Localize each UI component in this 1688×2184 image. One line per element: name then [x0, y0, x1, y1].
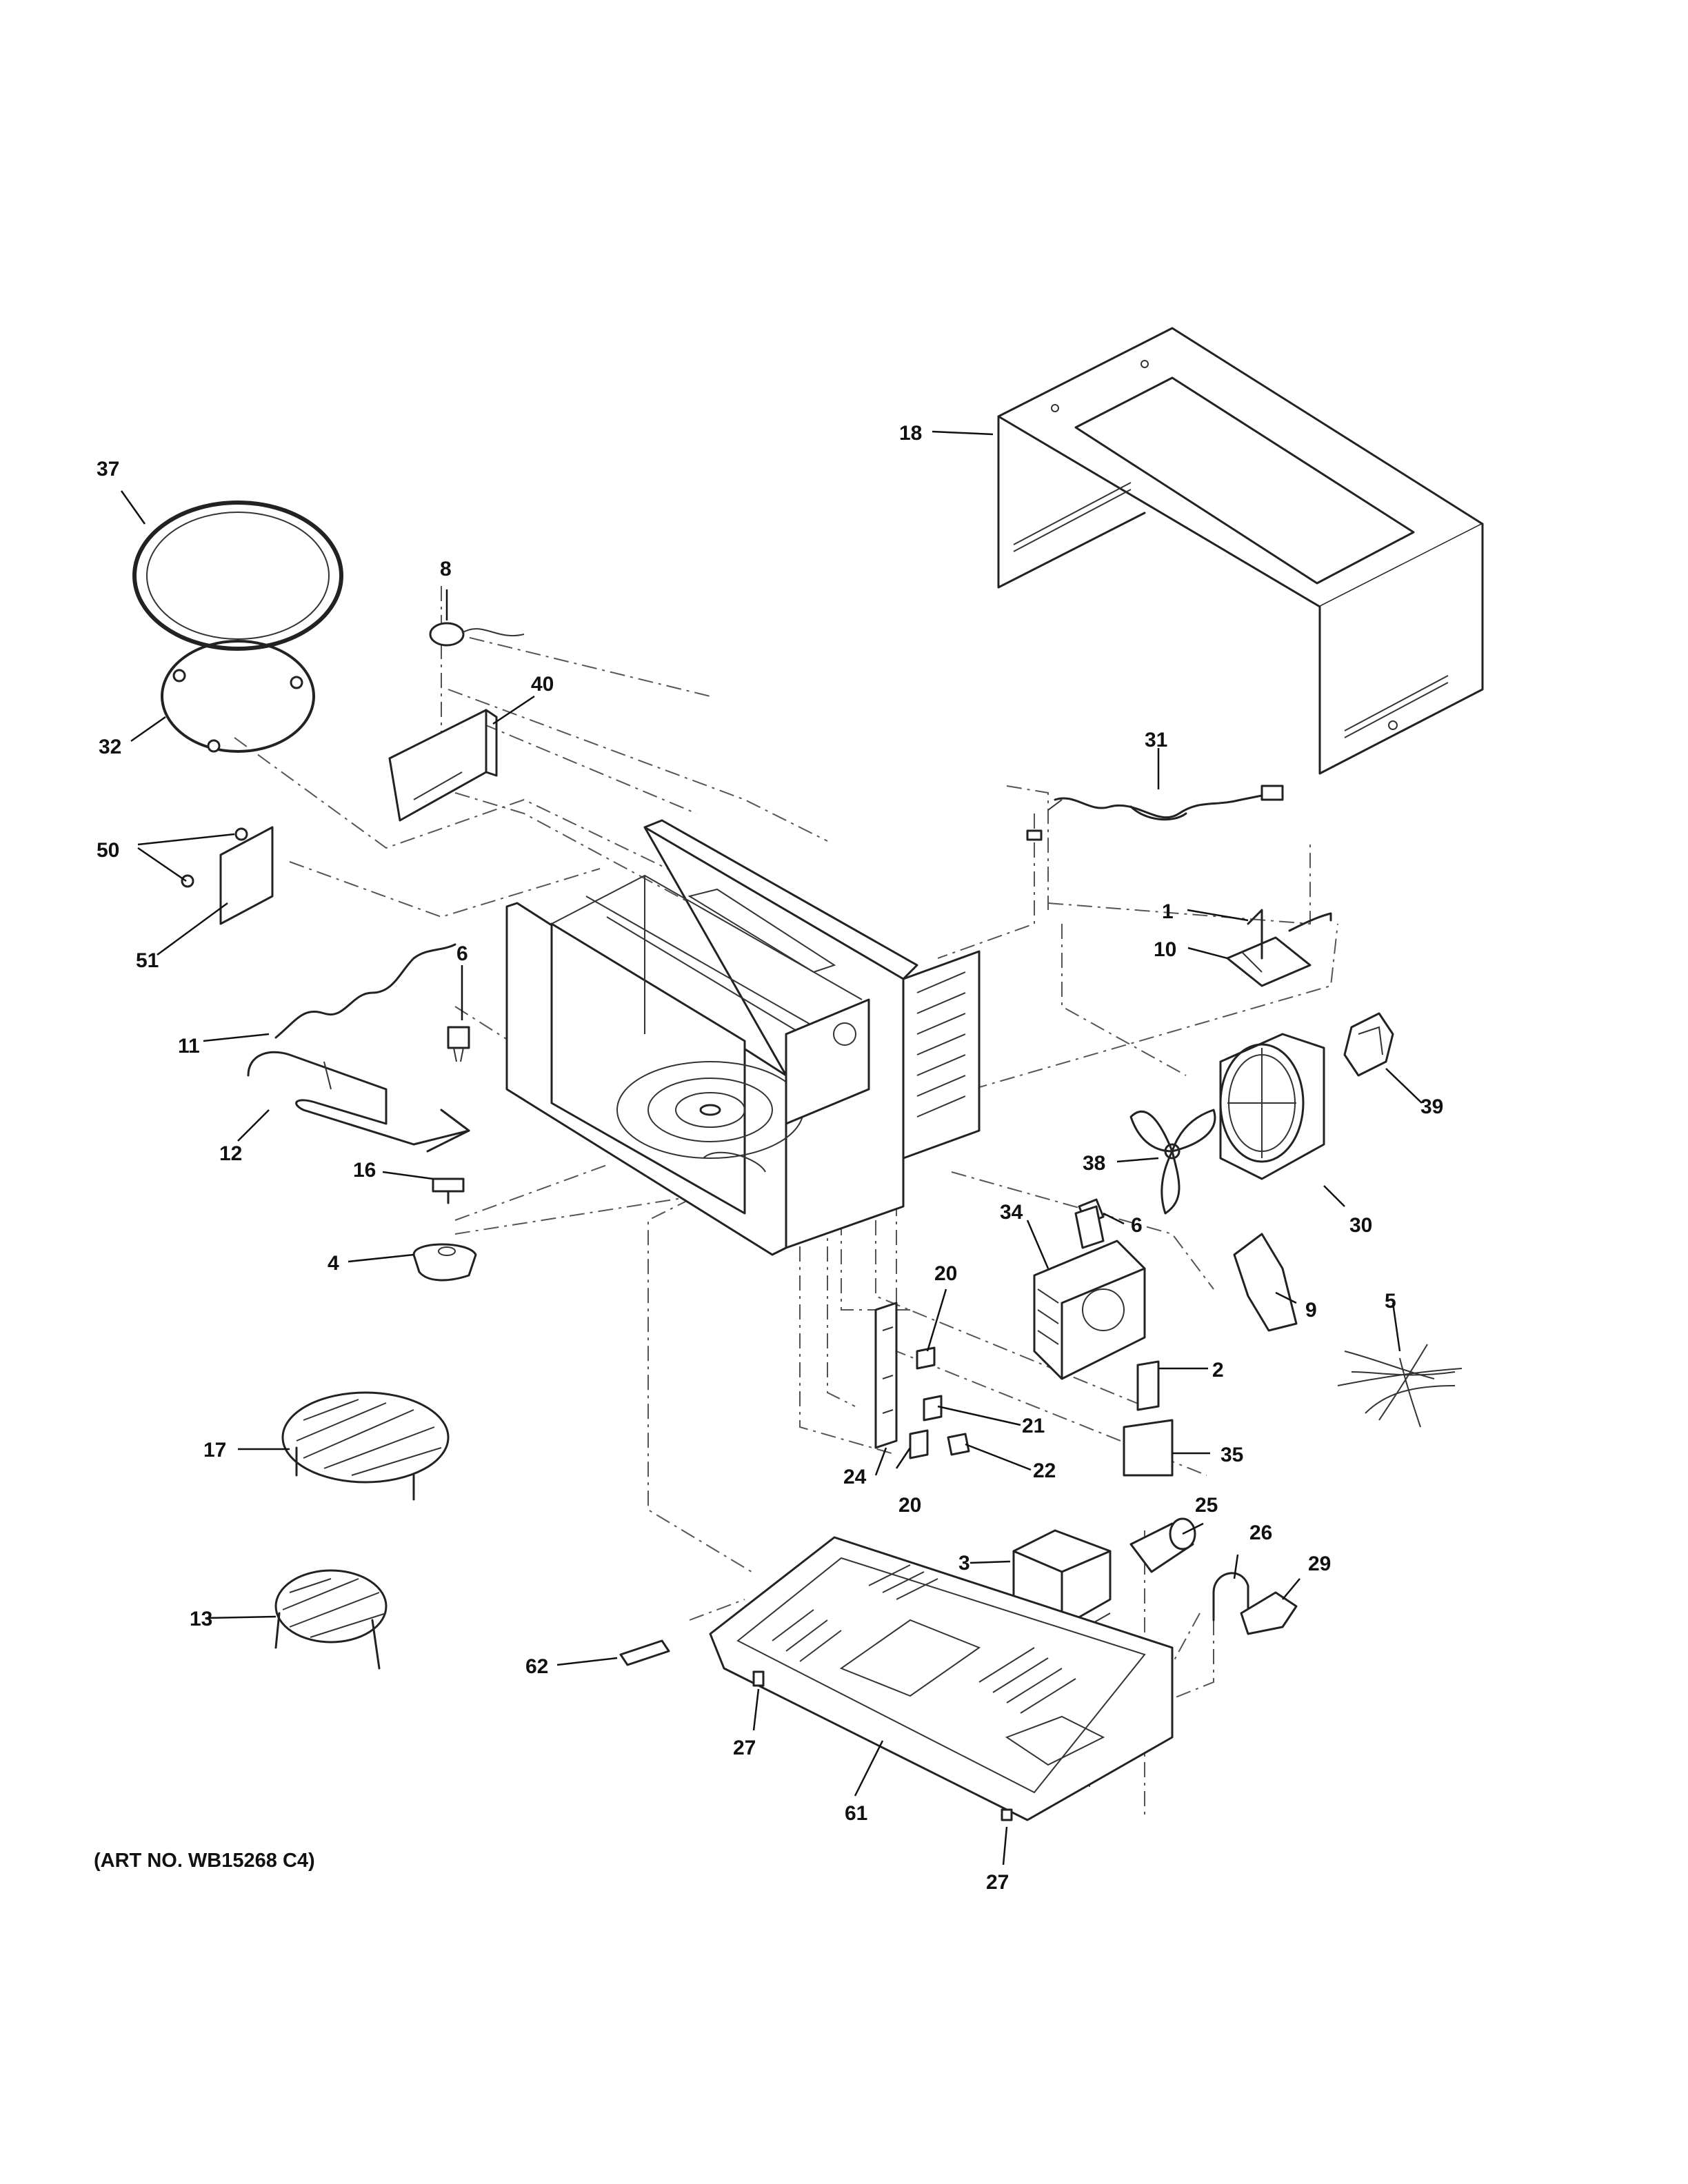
air-duct	[1233, 1233, 1298, 1332]
oven-cavity	[505, 819, 981, 1256]
callout-25: 25	[1195, 1494, 1218, 1517]
roller-ring	[161, 640, 315, 753]
callout-16: 16	[353, 1159, 376, 1182]
callout-35: 35	[1220, 1444, 1243, 1466]
control-board	[1226, 936, 1312, 987]
diode-shield	[1123, 1419, 1174, 1477]
callout-labels: 37 32 8 40 50 51 11 12 6 16 4 17 13 18 3…	[94, 422, 1443, 1894]
callout-40: 40	[531, 673, 554, 696]
rubber-foot	[1001, 1808, 1013, 1821]
interlock-switch	[916, 1346, 936, 1370]
callout-9: 9	[1305, 1299, 1317, 1322]
outer-case	[997, 327, 1484, 775]
callout-37: 37	[97, 458, 119, 481]
rubber-foot	[752, 1670, 765, 1687]
callout-8: 8	[440, 558, 452, 580]
callout-50: 50	[97, 839, 119, 862]
callout-6-right: 6	[1131, 1214, 1143, 1237]
screw	[234, 827, 248, 841]
callout-5: 5	[1385, 1290, 1396, 1313]
magnetron	[1033, 1205, 1146, 1380]
screw	[181, 874, 194, 888]
callout-2: 2	[1212, 1359, 1224, 1382]
callout-11: 11	[178, 1035, 200, 1058]
thermal-fuse	[447, 1026, 470, 1062]
callout-30: 30	[1349, 1214, 1372, 1237]
monitor-switch	[923, 1395, 943, 1422]
high-voltage-capacitor	[1129, 1517, 1196, 1573]
relay-bracket	[1247, 909, 1332, 960]
callout-24: 24	[843, 1466, 867, 1488]
base-plate	[709, 1536, 1174, 1821]
callout-12: 12	[219, 1142, 242, 1165]
callout-39: 39	[1420, 1095, 1443, 1118]
callout-10: 10	[1154, 938, 1176, 961]
high-rack	[274, 1569, 388, 1670]
base-clip	[619, 1639, 670, 1666]
callout-27-right: 27	[986, 1871, 1009, 1894]
wire-harness	[1026, 785, 1284, 841]
waveguide-cover	[219, 826, 274, 925]
callout-32: 32	[99, 736, 121, 758]
callout-20-top: 20	[934, 1262, 957, 1285]
fan-blade	[1129, 1109, 1216, 1215]
heater-wire	[274, 943, 456, 1039]
fan-housing	[1219, 1033, 1325, 1180]
thermal-sensor	[429, 622, 525, 647]
capacitor-clamp	[1212, 1572, 1249, 1621]
leader-lines	[120, 430, 1423, 1866]
callout-6-left: 6	[456, 942, 468, 965]
heater-element	[247, 1051, 470, 1153]
turntable-motor	[412, 1243, 477, 1282]
fan-motor	[1343, 1012, 1394, 1077]
callout-31: 31	[1145, 729, 1167, 751]
switch-lever	[947, 1433, 970, 1456]
capacitor-bracket	[1240, 1591, 1298, 1635]
mounting-bracket	[388, 709, 498, 822]
wire-leads	[1337, 1344, 1463, 1428]
callout-17: 17	[203, 1439, 226, 1462]
callout-4: 4	[328, 1252, 339, 1275]
callout-18: 18	[899, 422, 922, 445]
door-latch-board	[874, 1302, 898, 1449]
callout-51: 51	[136, 949, 159, 972]
callout-61: 61	[845, 1802, 867, 1825]
glass-turntable-tray	[132, 501, 343, 651]
callout-38: 38	[1083, 1152, 1105, 1175]
callout-13: 13	[190, 1608, 212, 1630]
callout-21: 21	[1022, 1415, 1045, 1437]
art-number: (ART NO. WB15268 C4)	[94, 1850, 315, 1872]
callout-27-left: 27	[733, 1737, 756, 1759]
callout-20-bottom: 20	[898, 1494, 921, 1517]
callout-62: 62	[525, 1655, 548, 1678]
callout-29: 29	[1308, 1553, 1331, 1575]
interlock-switch	[909, 1429, 929, 1459]
turntable-coupler	[432, 1177, 465, 1204]
callout-22: 22	[1033, 1459, 1056, 1482]
callout-1: 1	[1162, 900, 1174, 923]
low-rack	[281, 1391, 450, 1501]
callout-26: 26	[1249, 1521, 1272, 1544]
callout-34: 34	[1000, 1201, 1023, 1224]
high-voltage-diode	[1136, 1360, 1160, 1411]
callout-3: 3	[958, 1552, 970, 1575]
